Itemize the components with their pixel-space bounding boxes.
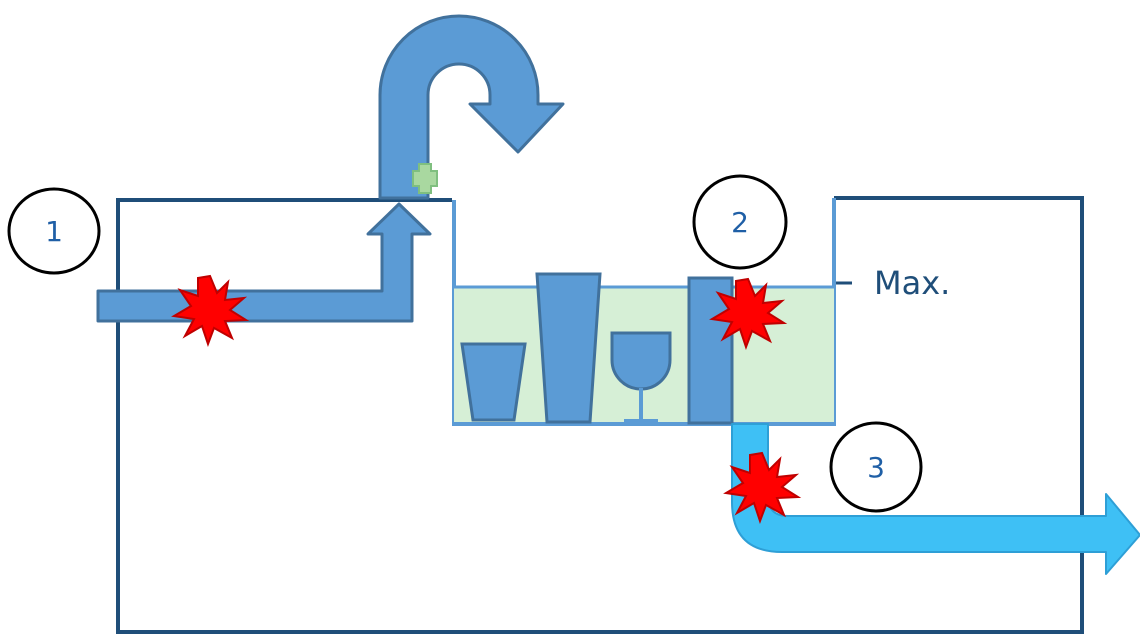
callout-2-circle <box>692 174 788 270</box>
max-level-label: Max. <box>874 264 950 302</box>
callout-3: 3 <box>829 421 923 513</box>
spray-arm-pipe <box>378 14 565 200</box>
callout-1-number: 1 <box>45 215 63 248</box>
leak-star-1 <box>171 274 250 347</box>
callout-1-circle <box>7 187 101 275</box>
callout-2-number: 2 <box>731 206 749 239</box>
callout-2: 2 <box>692 174 788 270</box>
spray-nozzle <box>412 163 438 194</box>
inlet-pipe <box>96 202 432 323</box>
glass-tall <box>535 272 602 424</box>
enclosure-left-section <box>116 196 1084 634</box>
leak-star-3 <box>723 451 802 524</box>
callout-3-number: 3 <box>867 451 885 484</box>
glass-tumbler <box>460 342 527 422</box>
drain-pipe <box>731 423 1140 575</box>
callout-3-circle <box>829 421 923 513</box>
callout-1: 1 <box>7 187 101 275</box>
glass-wine <box>610 331 672 391</box>
leak-star-2 <box>709 277 788 350</box>
